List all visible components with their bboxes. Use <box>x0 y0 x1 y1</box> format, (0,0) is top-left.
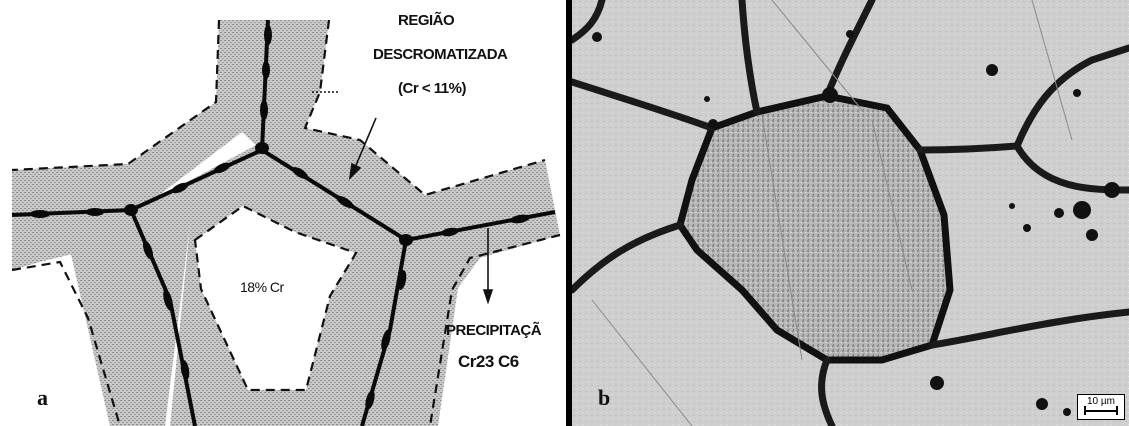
scale-bar-line <box>1084 410 1118 412</box>
panel-b-label: b <box>598 385 610 411</box>
precipitate-label: PRECIPITAÇÃ <box>446 322 541 339</box>
region-title-line2: DESCROMATIZADA <box>373 46 507 63</box>
schematic-panel: REGIÃO DESCROMATIZADA (Cr < 11%) 18% Cr … <box>0 0 566 426</box>
precipitate-formula: Cr23 C6 <box>458 352 519 372</box>
micrograph-panel <box>572 0 1129 426</box>
panel-a-label: a <box>37 385 48 411</box>
scale-bar-box: 10 µm <box>1077 394 1125 420</box>
region-title-line1: REGIÃO <box>398 12 454 29</box>
center-grain-label: 18% Cr <box>240 279 284 295</box>
region-condition: (Cr < 11%) <box>398 80 466 97</box>
micrograph-image <box>572 0 1129 426</box>
